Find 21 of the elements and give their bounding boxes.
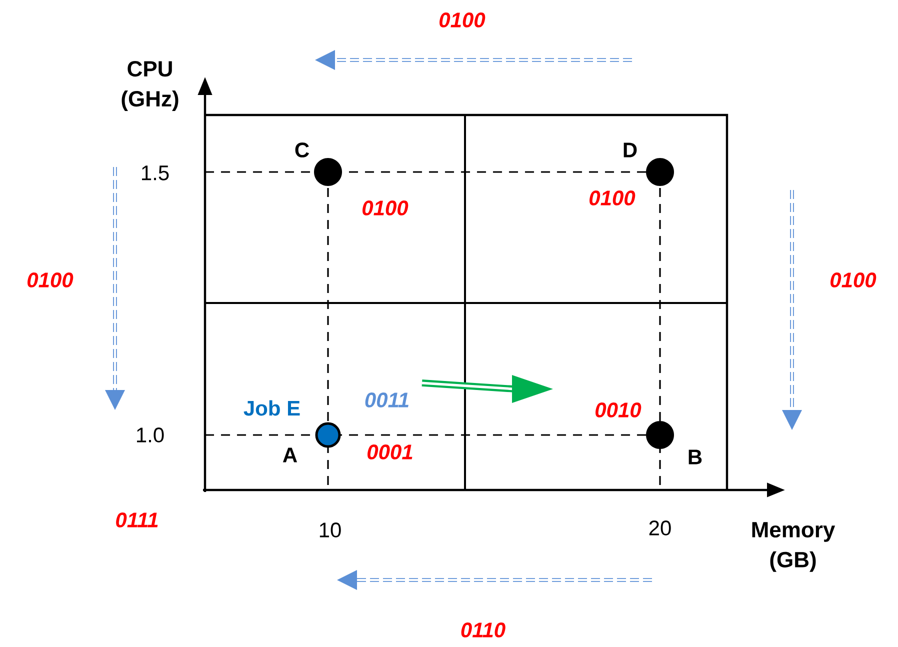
- code-label: 0100: [28, 272, 74, 288]
- code-label: 0001: [368, 444, 412, 460]
- code-label: 0010: [596, 402, 642, 418]
- code-label: 0100: [590, 190, 636, 206]
- job-label: Job E: [244, 400, 300, 416]
- tick-label: 10: [320, 522, 341, 538]
- axis-label: CPU (GHz): [122, 61, 178, 111]
- code-label: 0110: [461, 622, 506, 638]
- code-label: 0111: [116, 512, 158, 528]
- code-label: 0100: [830, 272, 876, 288]
- code-label: 0100: [362, 200, 408, 216]
- point-label: A: [282, 448, 298, 462]
- tick-label: 20: [649, 520, 671, 536]
- point-label: C: [295, 142, 309, 158]
- point-label: B: [688, 450, 702, 464]
- code-label: 0100: [440, 12, 486, 28]
- tick-label: 1.5: [142, 166, 169, 180]
- axis-label: Memory (GB): [752, 522, 836, 572]
- point-label: D: [624, 142, 637, 158]
- tick-label: 1.0: [137, 428, 164, 442]
- code-label: 0011: [365, 392, 408, 408]
